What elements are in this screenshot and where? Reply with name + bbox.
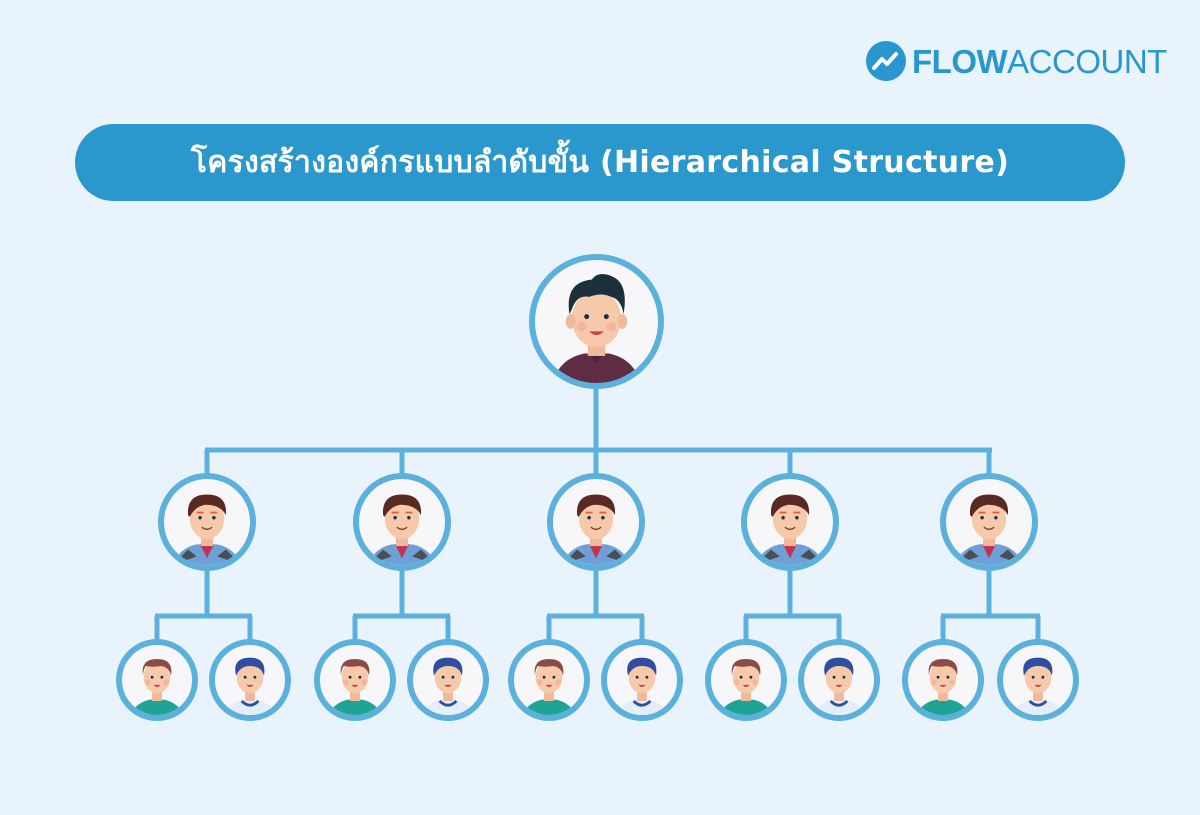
org-node-staff-3a [508,639,590,721]
staff-avatar-blue-icon [223,657,277,715]
staff-avatar-brown-icon [719,659,773,715]
manager-avatar-icon [954,494,1024,565]
manager-avatar-icon [561,494,631,565]
executive-avatar-icon [552,274,641,383]
trend-up-icon [866,41,906,81]
staff-avatar-blue-icon [421,657,475,715]
title-banner: โครงสร้างองค์กรแบบลำดับขั้น (Hierarchica… [75,124,1125,201]
org-node-staff-4b [798,639,880,721]
staff-avatar-brown-icon [916,659,970,715]
manager-avatar-icon [367,494,437,565]
org-node-top-executive [529,254,664,389]
org-node-staff-2b [407,639,489,721]
staff-avatar-blue-icon [615,657,669,715]
logo-thin-text: ACCOUNT [1007,42,1167,80]
logo-wordmark: FLOWACCOUNT [912,45,1167,78]
org-node-staff-4a [705,639,787,721]
staff-avatar-brown-icon [522,659,576,715]
org-node-staff-3b [601,639,683,721]
org-node-staff-2a [314,639,396,721]
org-node-manager-5 [940,473,1038,571]
org-node-staff-5b [997,639,1079,721]
org-node-manager-1 [158,473,256,571]
staff-avatar-brown-icon [328,659,382,715]
org-node-manager-2 [353,473,451,571]
org-node-staff-1b [209,639,291,721]
flowaccount-logo: FLOWACCOUNT [866,40,1167,82]
org-node-staff-1a [116,639,198,721]
staff-avatar-blue-icon [812,657,866,715]
page-title: โครงสร้างองค์กรแบบลำดับขั้น (Hierarchica… [190,145,1010,180]
org-node-manager-3 [547,473,645,571]
logo-bold-text: FLOW [912,42,1008,80]
staff-avatar-blue-icon [1011,657,1065,715]
org-node-staff-5a [902,639,984,721]
manager-avatar-icon [172,494,242,565]
org-node-manager-4 [741,473,839,571]
manager-avatar-icon [755,494,825,565]
staff-avatar-brown-icon [130,659,184,715]
